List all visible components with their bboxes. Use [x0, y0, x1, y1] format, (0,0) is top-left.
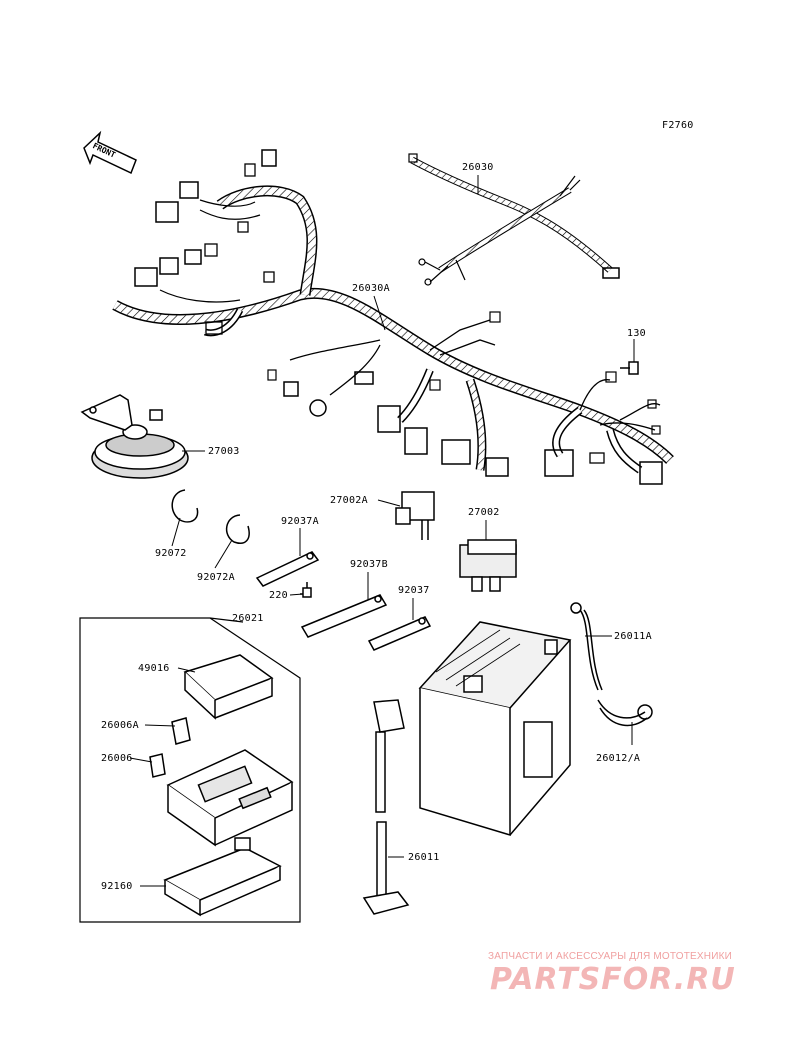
strap-92037B: [300, 594, 388, 638]
strap-92037A: [255, 551, 320, 587]
fuse-26006A: [171, 717, 191, 745]
bolt-130: [620, 361, 639, 375]
part-label-130: 130: [627, 328, 646, 339]
leader-lines: [129, 175, 635, 887]
fuse-26006: [149, 753, 166, 778]
battery-cables: [570, 602, 653, 727]
cover-49016: [183, 654, 274, 720]
horn-27003: [80, 394, 189, 479]
part-label-26011: 26011: [408, 852, 440, 863]
part-label-49016: 49016: [138, 663, 170, 674]
part-label-92037b: 92037B: [350, 559, 388, 570]
relay-27002A: [395, 491, 435, 540]
fuse-box-assembly-26021: [79, 617, 301, 923]
part-label-92037a: 92037A: [281, 516, 319, 527]
front-arrow-icon: [83, 130, 137, 175]
part-label-92072a: 92072A: [197, 572, 235, 583]
part-label-26011a: 26011A: [614, 631, 652, 642]
part-label-220: 220: [269, 590, 288, 601]
watermark-caption: ЗАПЧАСТИ И АКСЕССУАРЫ ДЛЯ МОТОТЕХНИКИ: [488, 951, 733, 962]
breather-tube-26011: [362, 699, 410, 915]
cover-92160: [163, 837, 282, 917]
part-label-27002: 27002: [468, 507, 500, 518]
watermark-brand-logo: PARTSFOR.RU: [490, 962, 736, 997]
clamp-92072: [171, 489, 250, 544]
part-label-27002a: 27002A: [330, 495, 368, 506]
part-label-26030: 26030: [462, 162, 494, 173]
part-label-26012a: 26012/A: [596, 753, 641, 764]
part-label-26021: 26021: [232, 613, 264, 624]
part-label-27003: 27003: [208, 446, 240, 457]
figure-code: F2760: [662, 120, 694, 131]
screw-220: [300, 582, 312, 598]
fuse-block: [166, 749, 294, 847]
part-label-92072: 92072: [155, 548, 187, 559]
part-label-26006a: 26006A: [101, 720, 139, 731]
part-label-92037: 92037: [398, 585, 430, 596]
main-harness-26030A: [112, 149, 674, 485]
part-label-92160: 92160: [101, 881, 133, 892]
strap-92037: [367, 616, 432, 651]
sub-harness-26030: [408, 153, 620, 286]
part-label-26030a: 26030A: [352, 283, 390, 294]
battery: [418, 621, 572, 837]
part-label-26006: 26006: [101, 753, 133, 764]
relay-27002: [459, 539, 517, 592]
